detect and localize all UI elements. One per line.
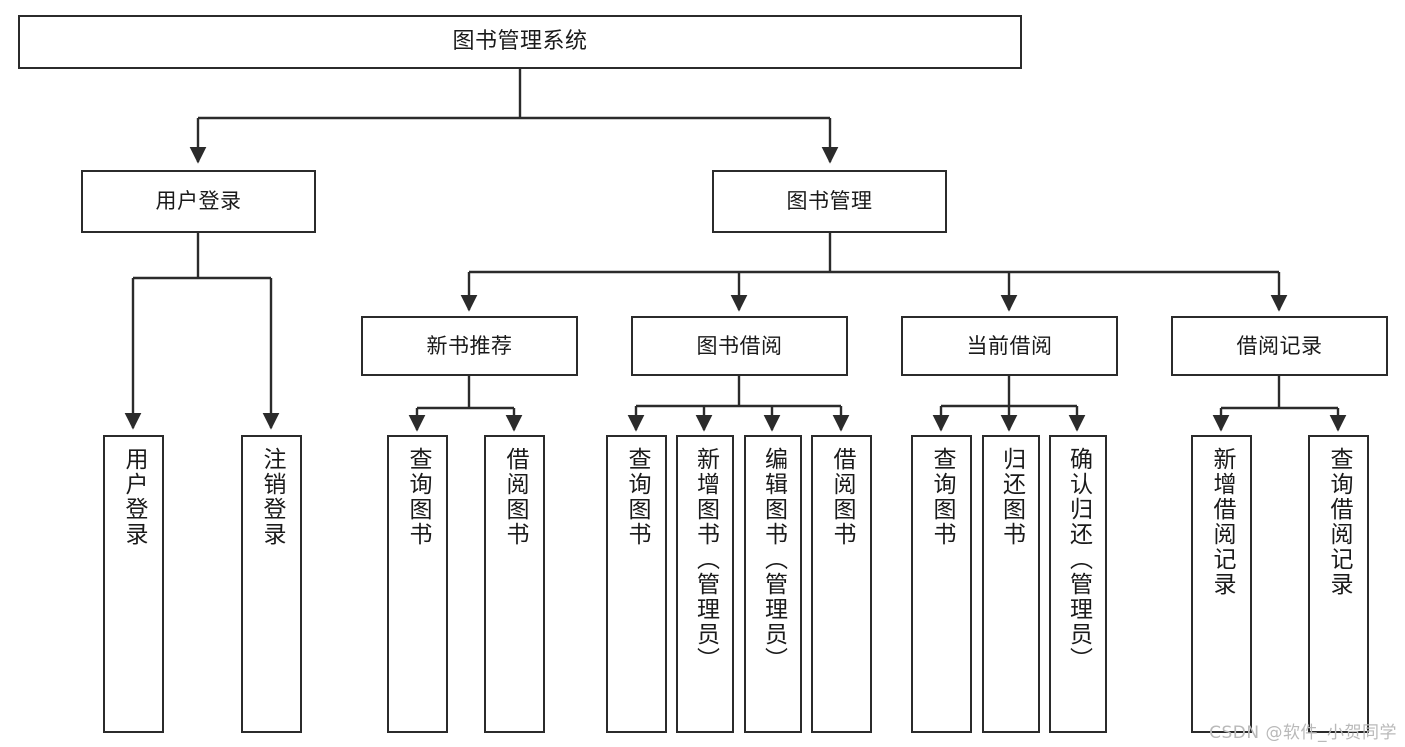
node-leaf-query-book-borrow[interactable]: 查询图书 <box>606 435 667 733</box>
node-leaf-edit-book-admin[interactable]: 编辑图书（管理员） <box>744 435 802 733</box>
node-leaf-confirm-return-admin-label: 确认归还（管理员） <box>1065 447 1092 672</box>
node-book-management[interactable]: 图书管理 <box>712 170 947 233</box>
node-new-book-recommendation-label: 新书推荐 <box>426 333 513 358</box>
node-current-borrow[interactable]: 当前借阅 <box>901 316 1118 376</box>
node-leaf-edit-book-admin-label: 编辑图书（管理员） <box>760 447 787 672</box>
node-leaf-query-book-borrow-label: 查询图书 <box>624 447 650 547</box>
node-new-book-recommendation[interactable]: 新书推荐 <box>361 316 578 376</box>
csdn-watermark: CSDN @软件_小贺同学 <box>1209 723 1397 743</box>
node-leaf-borrow-book-new[interactable]: 借阅图书 <box>484 435 545 733</box>
node-leaf-add-book-admin[interactable]: 新增图书（管理员） <box>676 435 734 733</box>
node-leaf-add-book-admin-label: 新增图书（管理员） <box>692 447 719 672</box>
node-book-borrow[interactable]: 图书借阅 <box>631 316 848 376</box>
node-user-login[interactable]: 用户登录 <box>81 170 316 233</box>
node-book-borrow-label: 图书借阅 <box>696 333 783 358</box>
node-leaf-return-book[interactable]: 归还图书 <box>982 435 1040 733</box>
node-leaf-return-book-label: 归还图书 <box>998 447 1025 547</box>
node-leaf-add-borrow-record[interactable]: 新增借阅记录 <box>1191 435 1252 733</box>
node-user-login-label: 用户登录 <box>155 189 242 214</box>
node-leaf-borrow-book-new-label: 借阅图书 <box>502 447 528 547</box>
node-root-label: 图书管理系统 <box>452 29 588 55</box>
node-leaf-logout[interactable]: 注销登录 <box>241 435 302 733</box>
node-leaf-query-book-new-label: 查询图书 <box>405 447 431 547</box>
node-leaf-logout-label: 注销登录 <box>259 447 285 547</box>
node-leaf-query-book-new[interactable]: 查询图书 <box>387 435 448 733</box>
node-leaf-borrow-book[interactable]: 借阅图书 <box>811 435 872 733</box>
node-book-management-label: 图书管理 <box>786 189 873 214</box>
node-leaf-user-login-label: 用户登录 <box>121 447 147 547</box>
node-leaf-confirm-return-admin[interactable]: 确认归还（管理员） <box>1049 435 1107 733</box>
node-leaf-user-login[interactable]: 用户登录 <box>103 435 164 733</box>
node-leaf-query-book-current[interactable]: 查询图书 <box>911 435 972 733</box>
node-borrow-record-label: 借阅记录 <box>1236 333 1323 358</box>
node-leaf-query-borrow-record[interactable]: 查询借阅记录 <box>1308 435 1369 733</box>
node-leaf-query-book-current-label: 查询图书 <box>929 447 955 547</box>
node-leaf-query-borrow-record-label: 查询借阅记录 <box>1326 447 1352 597</box>
node-leaf-borrow-book-label: 借阅图书 <box>829 447 855 547</box>
node-leaf-add-borrow-record-label: 新增借阅记录 <box>1209 447 1235 597</box>
node-borrow-record[interactable]: 借阅记录 <box>1171 316 1388 376</box>
node-root[interactable]: 图书管理系统 <box>18 15 1022 69</box>
node-current-borrow-label: 当前借阅 <box>966 333 1053 358</box>
